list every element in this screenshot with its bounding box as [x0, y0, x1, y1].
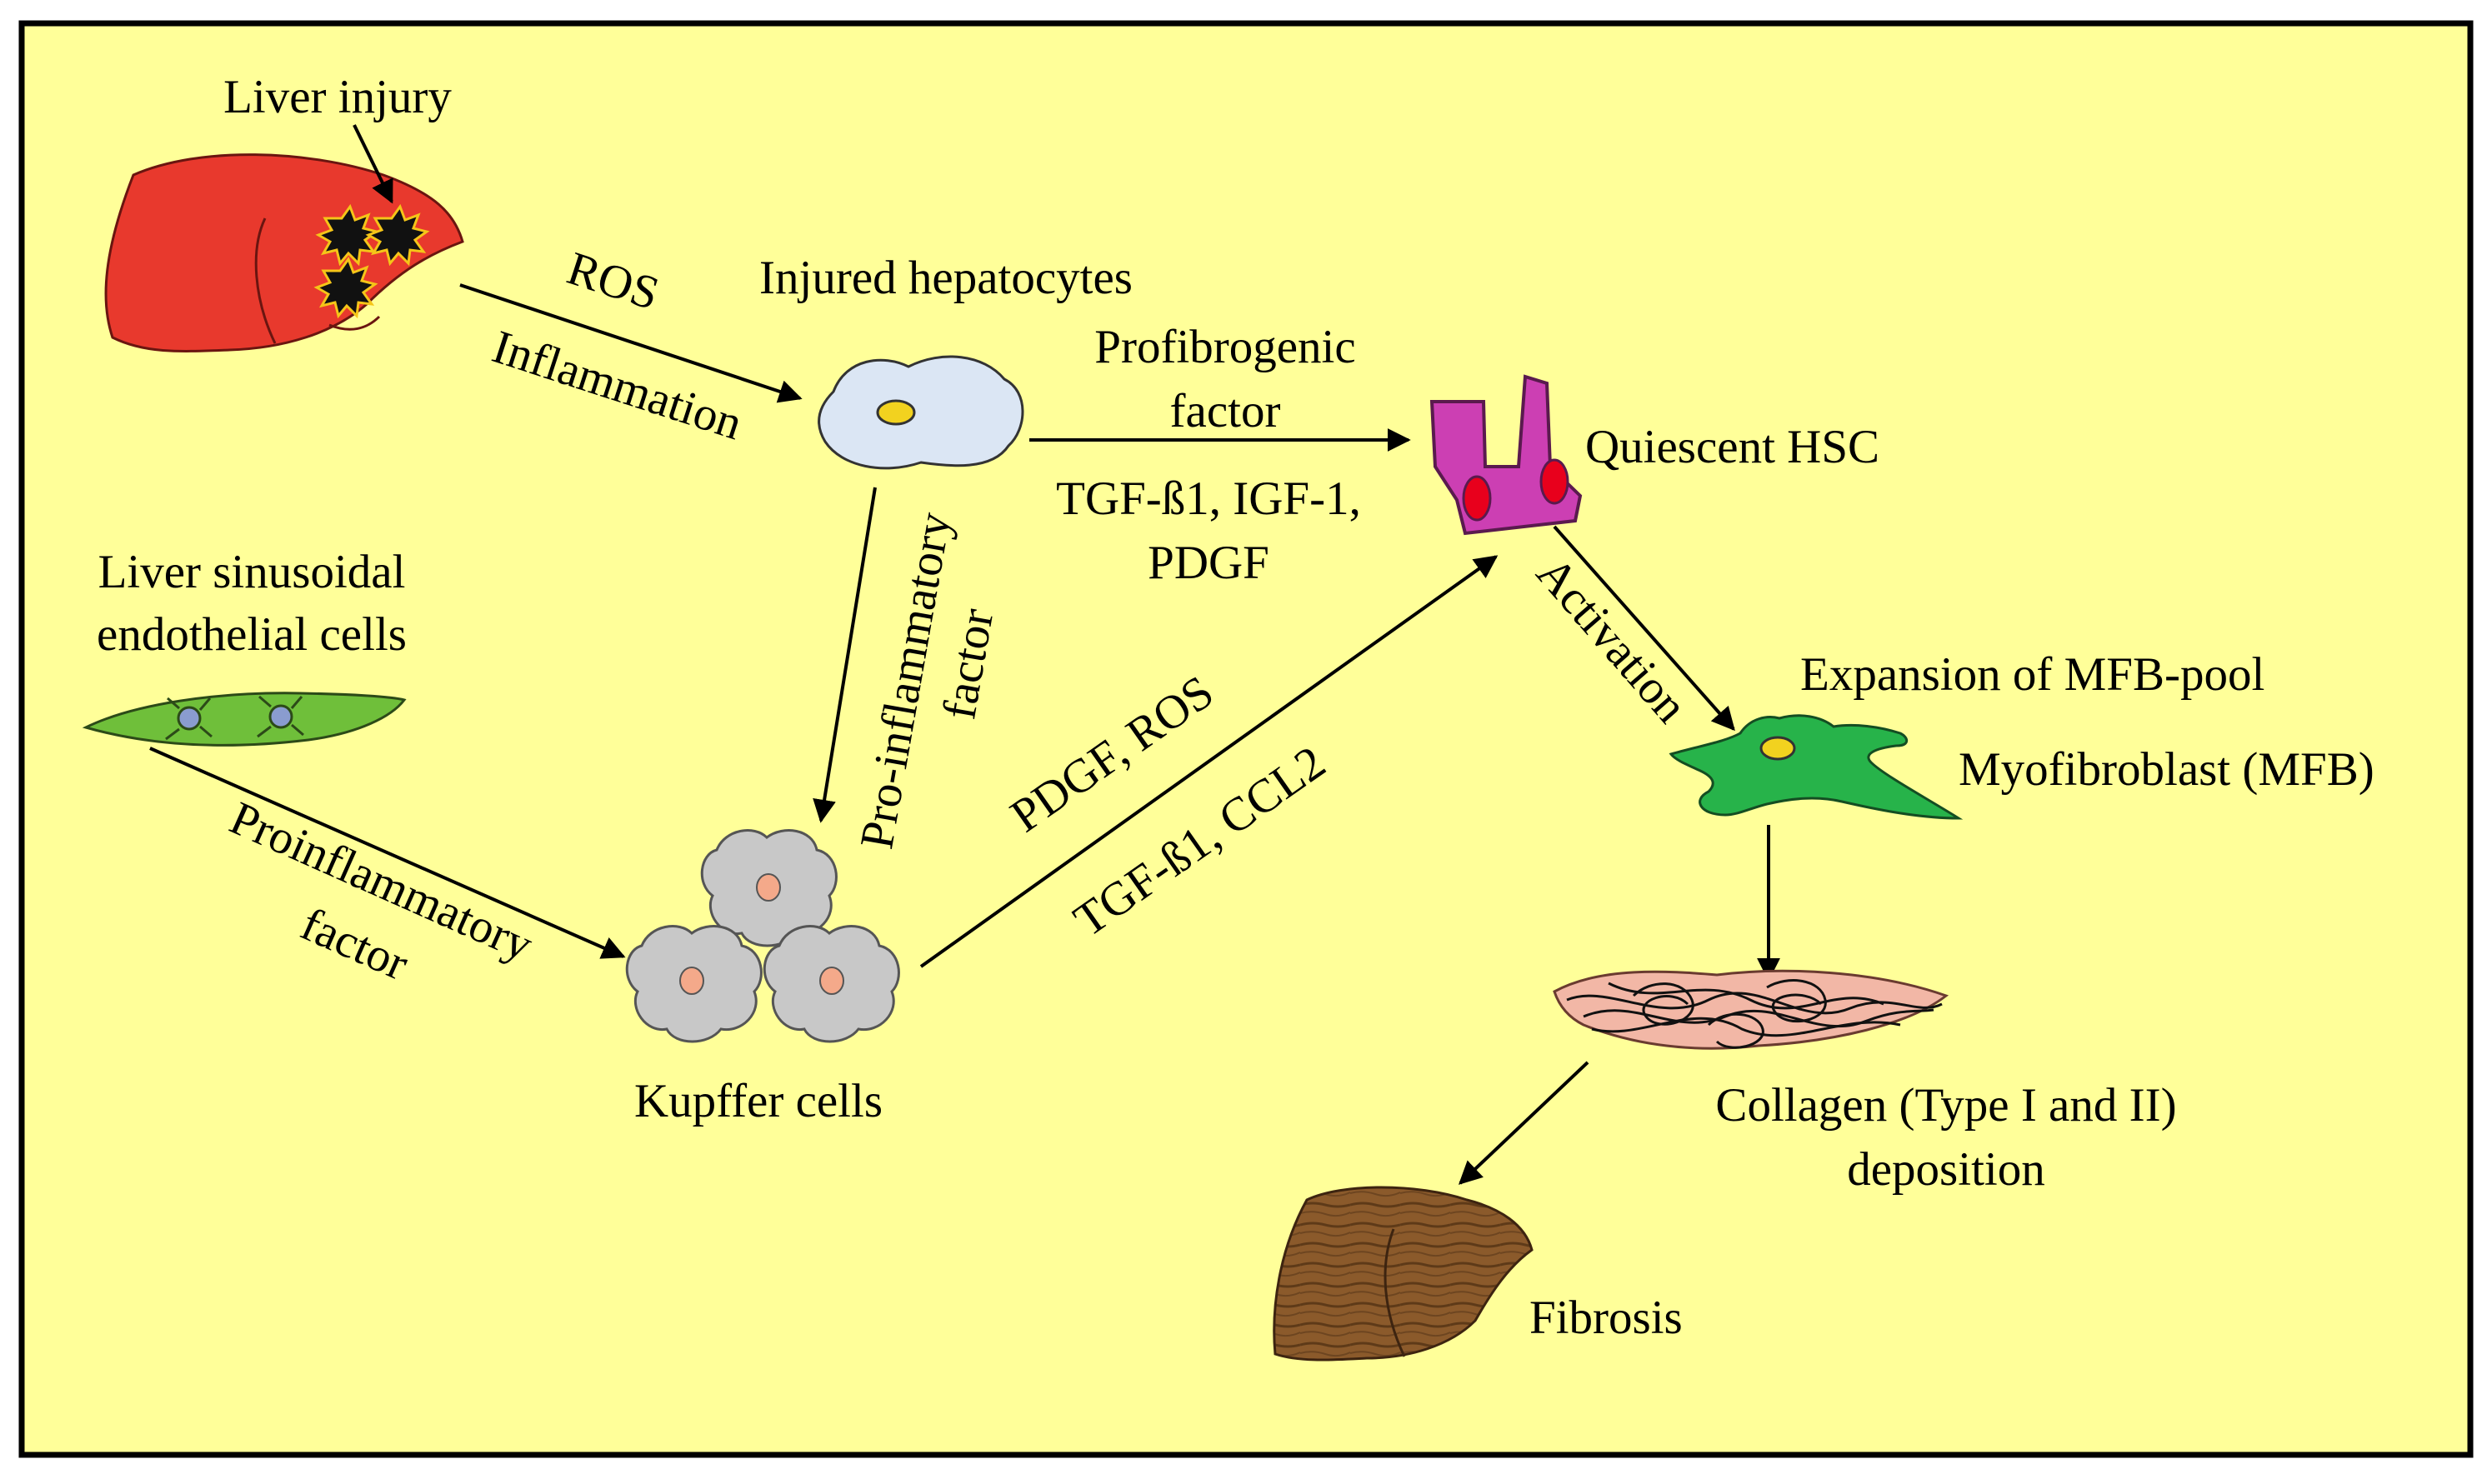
- pdgf-label: PDGF: [1148, 537, 1269, 589]
- arrow-kupffer-to-hsc: [919, 555, 1499, 968]
- arrow-hsc-to-myofibroblast: [1553, 525, 1735, 732]
- myofibroblast-label: Myofibroblast (MFB): [1959, 743, 2374, 796]
- injured-hepatocytes-label: Injured hepatocytes: [759, 252, 1133, 304]
- diagram-background: [18, 20, 2474, 1458]
- tgf-igf-label: TGF-ß1, IGF-1,: [1056, 472, 1361, 525]
- kupffer-cell-icon: [625, 829, 900, 1043]
- arrow-hepatocytes-to-kupffer: [813, 487, 877, 823]
- hsc-icon: [1429, 374, 1583, 536]
- arrow-lsec-to-kupffer: [149, 747, 626, 959]
- expansion-label: Expansion of MFB-pool: [1800, 648, 2264, 701]
- liver-injury-label: Liver injury: [223, 71, 452, 123]
- lesion-icon: [313, 203, 430, 319]
- kupffer-cells-label: Kupffer cells: [634, 1075, 883, 1127]
- fibrosis-label: Fibrosis: [1529, 1292, 1683, 1344]
- arrow-liver-to-hepatocytes: [459, 283, 803, 403]
- quiescent-hsc-label: Quiescent HSC: [1585, 421, 1879, 473]
- collagen-label-line1: Collagen (Type I and II): [1715, 1079, 2176, 1132]
- injured-liver-icon: [104, 153, 464, 352]
- myofibroblast-icon: [1669, 714, 1964, 820]
- lsec-label-line2: endothelial cells: [97, 608, 407, 661]
- arrow-collagen-to-fibrosis: [1458, 1061, 1589, 1185]
- hepatocyte-icon: [818, 355, 1024, 470]
- kupffer-cell: [625, 925, 763, 1043]
- collagen-label-line2: deposition: [1847, 1143, 2045, 1196]
- kupffer-cell: [700, 829, 838, 947]
- collagen-icon: [1553, 969, 1949, 1050]
- profibrogenic-label-line2: factor: [1170, 385, 1281, 437]
- endothelial-cell-icon: [82, 692, 407, 747]
- kupffer-cell: [763, 925, 900, 1043]
- profibrogenic-label-line1: Profibrogenic: [1094, 321, 1355, 373]
- liver-injury-pointer: [353, 124, 393, 204]
- fibrotic-liver-icon: [1273, 1186, 1534, 1362]
- lsec-label-line1: Liver sinusoidal: [98, 546, 406, 598]
